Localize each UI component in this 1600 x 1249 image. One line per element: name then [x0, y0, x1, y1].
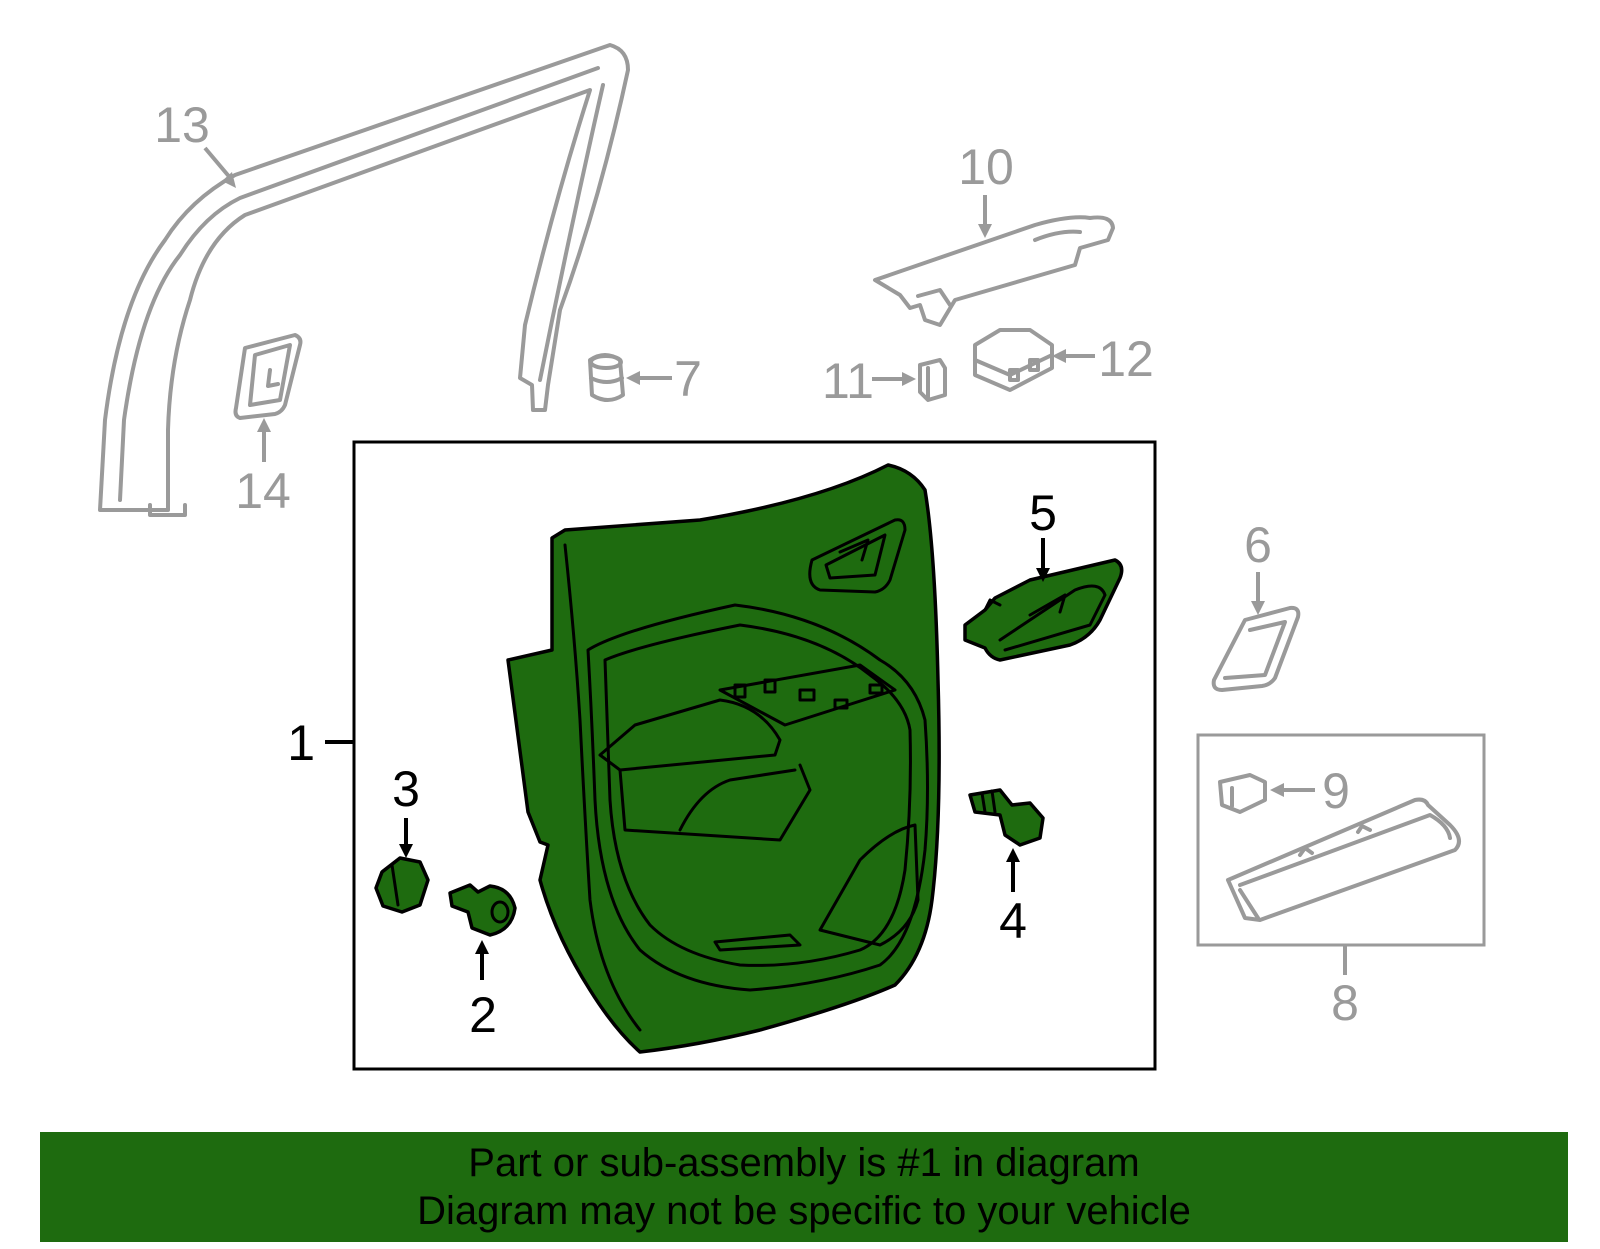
info-banner: Part or sub-assembly is #1 in diagram Di…: [40, 1132, 1568, 1242]
part-6-trim-plate[interactable]: [1211, 605, 1301, 692]
banner-line-1: Part or sub-assembly is #1 in diagram: [468, 1141, 1140, 1185]
part-10-cover[interactable]: [873, 215, 1115, 327]
part-9-clip[interactable]: [1218, 773, 1267, 814]
arrow-10-icon: [978, 224, 992, 238]
callout-4: 4: [999, 893, 1027, 949]
part-3-nut[interactable]: [374, 856, 430, 914]
arrow-4-icon: [1006, 848, 1020, 862]
arrow-11-icon: [902, 372, 916, 386]
part-2-screw[interactable]: [448, 883, 517, 937]
part-11-retainer[interactable]: [918, 358, 947, 402]
callout-13: 13: [154, 97, 210, 153]
arrow-2-icon: [475, 940, 489, 954]
arrow-3-icon: [399, 844, 413, 858]
callout-6: 6: [1244, 517, 1272, 573]
arrow-7-icon: [626, 371, 640, 385]
part-5-inside-handle[interactable]: [963, 558, 1124, 662]
banner-line-2: Diagram may not be specific to your vehi…: [417, 1189, 1191, 1233]
part-8-subassembly-box: [1196, 733, 1486, 947]
arrow-5-icon: [1036, 568, 1050, 582]
part-4-bolt[interactable]: [968, 788, 1045, 847]
arrow-9-icon: [1270, 783, 1284, 797]
callout-5: 5: [1029, 485, 1057, 541]
callout-9: 9: [1322, 763, 1350, 819]
part-1-door-trim-panel[interactable]: [506, 463, 941, 1054]
callout-14: 14: [235, 463, 291, 519]
arrow-6-icon: [1251, 601, 1265, 615]
part-14-clip[interactable]: [233, 333, 303, 420]
part-7-plug[interactable]: [588, 353, 625, 402]
callout-1: 1: [287, 715, 315, 771]
callout-3: 3: [392, 761, 420, 817]
leader-13: [203, 146, 234, 182]
callout-10: 10: [958, 139, 1014, 195]
arrow-14-icon: [257, 418, 271, 432]
callout-2: 2: [469, 987, 497, 1043]
part-12-switch[interactable]: [973, 328, 1054, 392]
part-8-pull-handle[interactable]: [1226, 797, 1461, 922]
arrow-12-icon: [1052, 349, 1066, 363]
arrow-13-icon: [222, 172, 236, 188]
callout-12: 12: [1098, 331, 1154, 387]
callout-11: 11: [822, 353, 874, 409]
callout-8: 8: [1331, 975, 1359, 1031]
part-13-window-frame-molding[interactable]: [98, 43, 630, 517]
callout-7: 7: [674, 351, 702, 407]
